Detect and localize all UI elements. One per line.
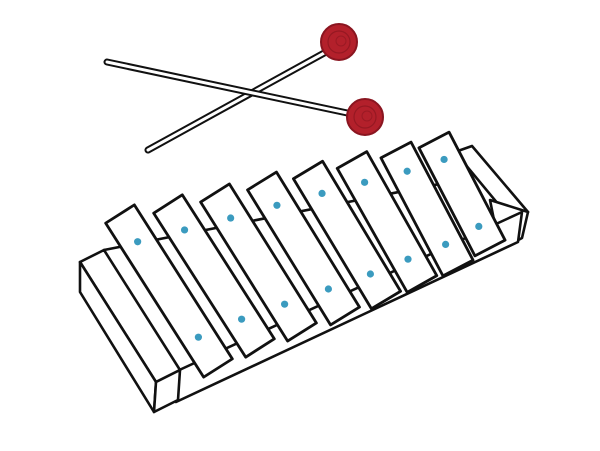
left-end-block-side [152, 368, 182, 414]
mallet-head-scribble [335, 35, 347, 47]
xylophone-bar [292, 159, 402, 311]
bar-dot [194, 333, 202, 341]
bar-body [335, 150, 439, 294]
bar-dot [366, 270, 374, 278]
bar-dot [227, 214, 235, 222]
bar-dot [134, 238, 142, 246]
bar-body [379, 140, 475, 278]
xylophone-bar [104, 203, 234, 379]
bar-dot [442, 240, 450, 248]
bar-body [199, 182, 318, 343]
xylophone-bar [417, 130, 507, 258]
xylophone-bar [335, 150, 439, 294]
bar-dot [440, 155, 448, 164]
bar-body [292, 159, 402, 311]
bar-body [417, 130, 507, 258]
mallet-head-scribble [361, 110, 373, 122]
mallet-head [320, 23, 358, 61]
bar-dot [238, 315, 246, 323]
bar-body [104, 203, 234, 379]
bar-dot [324, 285, 332, 293]
xylophone-bar [379, 140, 475, 278]
xylophone-bar [152, 193, 276, 359]
bar-body [246, 170, 361, 327]
bar-dot [475, 222, 483, 230]
xylophone-bar [246, 170, 361, 327]
bar-dot [361, 178, 369, 186]
mallet-head-scribble [327, 30, 351, 54]
bar-dot [318, 189, 326, 197]
mallet-head-scribble [353, 105, 377, 129]
bar-dot [273, 201, 281, 209]
mallet-head [346, 98, 384, 136]
bar-body [152, 193, 276, 359]
mallets [103, 23, 384, 154]
bar-dot [281, 300, 289, 308]
bar-dot [403, 167, 411, 175]
xylophone-bars [104, 130, 507, 379]
bar-dot [180, 226, 189, 234]
bar-dot [404, 255, 412, 263]
mallet-stick [146, 50, 328, 152]
mallet-stick [105, 60, 354, 116]
xylophone-bar [199, 182, 318, 343]
